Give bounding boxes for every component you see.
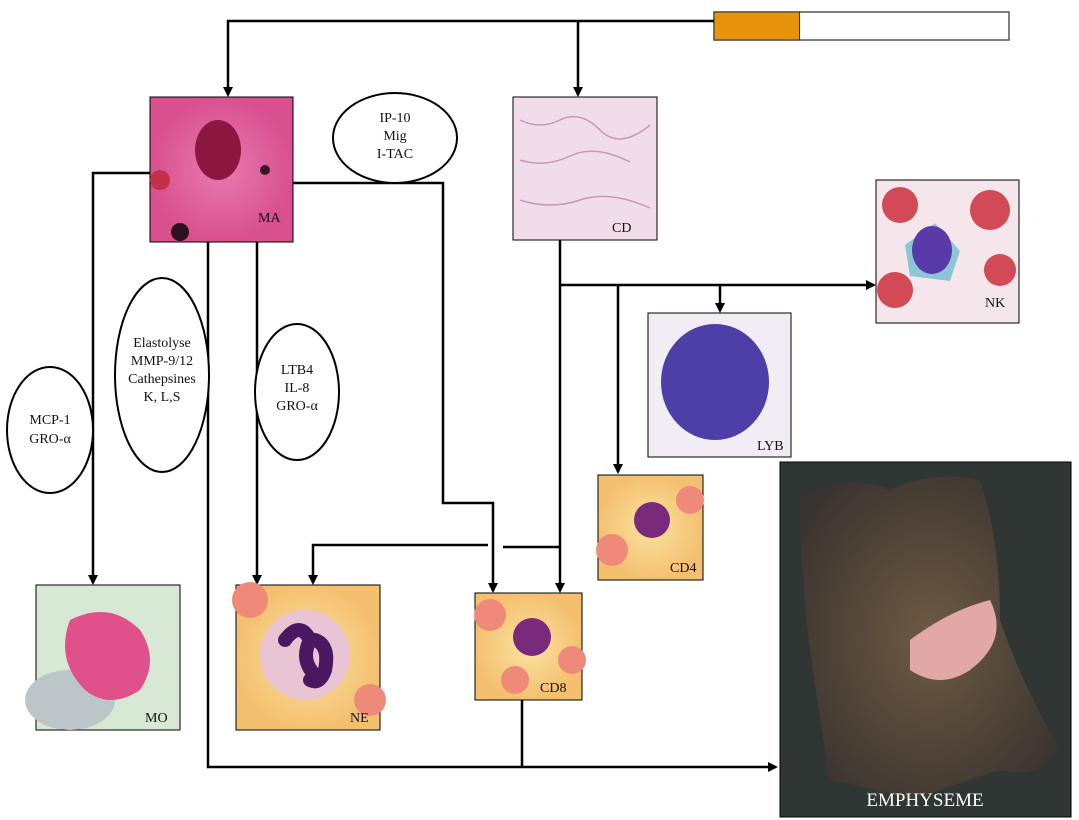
progress-fill (713, 11, 801, 41)
connectors (88, 19, 876, 772)
mediator-elastolyse: Elastolyse MMP-9/12 Cathepsines K, L,S (114, 277, 210, 473)
mediator-ip10: IP-10 Mig I-TAC (332, 92, 458, 184)
nk-cell-image: NK (875, 179, 1020, 324)
svg-text:LTB4: LTB4 (281, 363, 313, 378)
mediator-mcp1: MCP-1 GRO-α (6, 366, 94, 494)
svg-text:Mig: Mig (383, 129, 406, 144)
label-ne: NE (350, 711, 369, 726)
label-cd8: CD8 (540, 681, 566, 696)
svg-text:MCP-1: MCP-1 (29, 413, 70, 428)
svg-text:GRO-α: GRO-α (276, 399, 318, 414)
label-emphyseme: EMPHYSEME (866, 790, 983, 811)
svg-text:IP-10: IP-10 (379, 111, 410, 126)
cd8-cell-image: CD8 (474, 592, 586, 701)
svg-text:Cathepsines: Cathepsines (128, 372, 196, 387)
progress-bar (713, 11, 1010, 41)
lymphocyte-b-image: LYB (647, 312, 792, 458)
label-cd: CD (612, 221, 631, 236)
svg-text:Elastolyse: Elastolyse (133, 336, 191, 351)
monocyte-image: MO (25, 584, 181, 731)
macrophage-image: MA (149, 96, 294, 243)
label-nk: NK (985, 296, 1005, 311)
cd4-cell-image: CD4 (596, 474, 704, 581)
svg-text:I-TAC: I-TAC (377, 147, 413, 162)
emphysema-lung-image: EMPHYSEME (779, 461, 1072, 818)
svg-text:MMP-9/12: MMP-9/12 (131, 354, 193, 369)
label-lyb: LYB (757, 439, 784, 454)
neutrophil-image: NE (232, 582, 386, 731)
svg-text:IL-8: IL-8 (285, 381, 310, 396)
label-cd4: CD4 (670, 561, 696, 576)
svg-text:GRO-α: GRO-α (29, 432, 71, 447)
svg-text:K, L,S: K, L,S (144, 390, 181, 405)
mediator-ltb4: LTB4 IL-8 GRO-α (254, 323, 340, 461)
lung-tissue-image: CD (512, 96, 658, 241)
label-ma: MA (258, 211, 281, 226)
label-mo: MO (145, 711, 168, 726)
